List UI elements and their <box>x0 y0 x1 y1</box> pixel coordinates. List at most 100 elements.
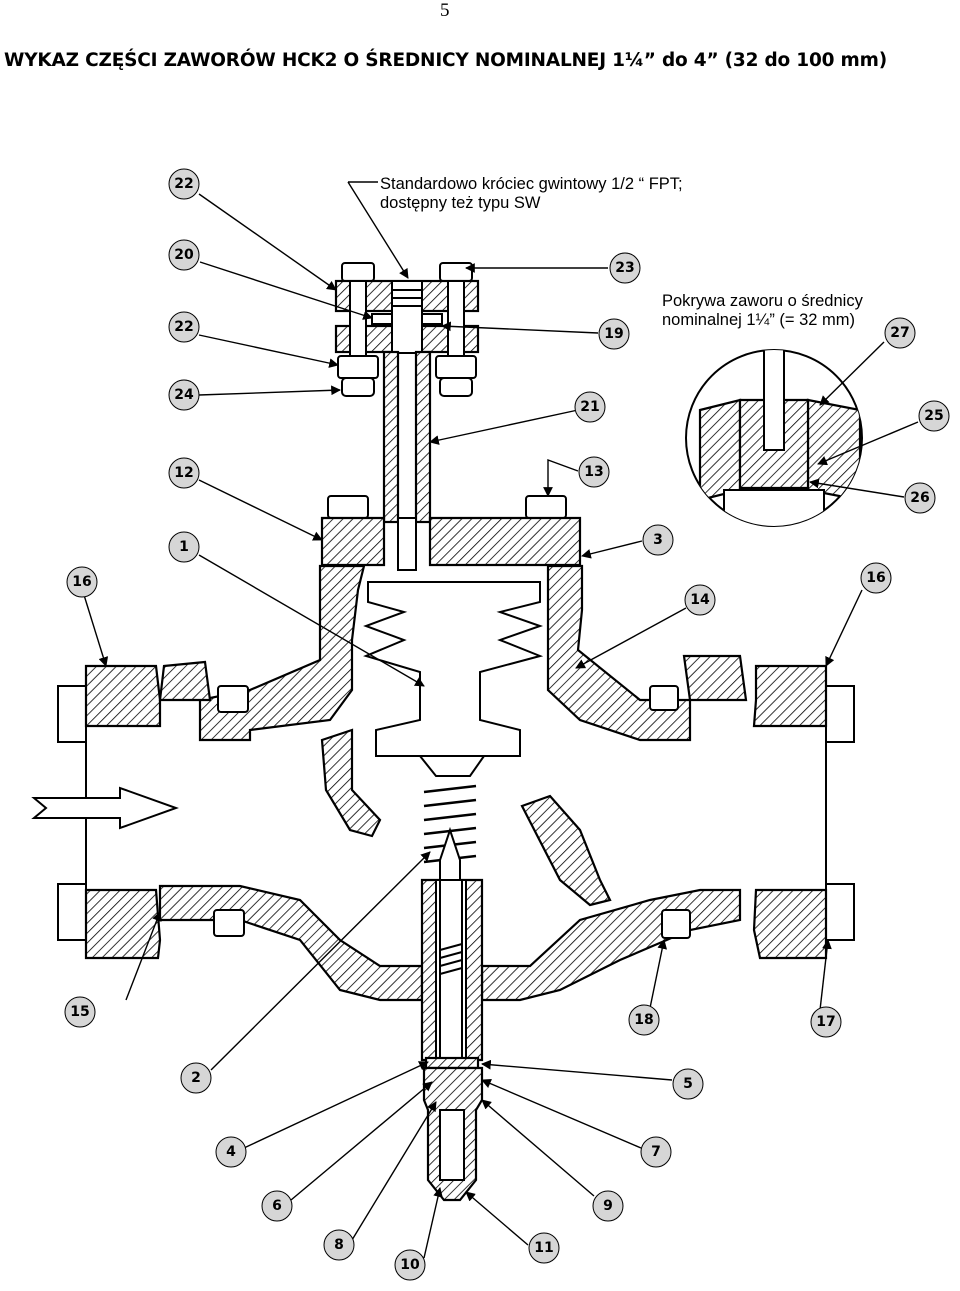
cover-note-line1: Pokrywa zaworu o średnicy <box>662 292 863 310</box>
callout-label: 5 <box>683 1076 693 1092</box>
detail-bottom <box>723 489 825 526</box>
callout-20: 20 <box>168 239 200 271</box>
callout-3: 3 <box>642 524 674 556</box>
detail-tube <box>763 350 785 451</box>
callout-label: 15 <box>70 1004 89 1020</box>
nut-left-upper <box>217 685 249 713</box>
cover-note: Pokrywa zaworu o średnicy nominalnej 1¼”… <box>662 292 863 330</box>
callout-label: 4 <box>226 1144 236 1160</box>
bolt-right-lower <box>825 883 855 941</box>
flow-arrow <box>31 786 179 830</box>
callout-label: 17 <box>816 1014 835 1030</box>
bellows <box>363 581 544 757</box>
inlet-tube <box>382 350 432 524</box>
callout-5: 5 <box>672 1068 704 1100</box>
callout-19: 19 <box>598 318 630 350</box>
tube-wall-right <box>414 350 432 524</box>
callout-15: 15 <box>64 996 96 1028</box>
flange-right-upper <box>752 664 828 728</box>
callout-27: 27 <box>884 317 916 349</box>
callout-label: 11 <box>534 1240 553 1256</box>
adjuster-screw <box>439 1109 465 1181</box>
callout-18: 18 <box>628 1004 660 1036</box>
bonnet-assembly <box>320 495 582 571</box>
bolt-left-lower <box>57 883 87 941</box>
adjuster-assembly <box>422 1056 484 1202</box>
callout-23: 23 <box>609 252 641 284</box>
stem-shaft <box>439 879 463 1081</box>
nut-right-lower <box>439 377 473 397</box>
callout-label: 19 <box>604 326 623 342</box>
cover-note-line2: nominalnej 1¼” (= 32 mm) <box>662 311 856 329</box>
threaded-port <box>391 280 423 354</box>
callout-25: 25 <box>918 400 950 432</box>
callout-10: 10 <box>394 1249 426 1281</box>
bolt-head-right <box>439 262 473 282</box>
bonnet-bolt-right <box>525 495 567 519</box>
nut-right-lower <box>661 909 691 939</box>
nut-left-lower <box>341 377 375 397</box>
bonnet-bore <box>397 517 417 571</box>
page-number: 5 <box>440 0 450 21</box>
stem <box>439 826 463 1081</box>
detail-body-left <box>698 398 742 502</box>
callout-14: 14 <box>684 584 716 616</box>
body-upper-right-wall <box>546 564 692 742</box>
callout-13: 13 <box>578 456 610 488</box>
callout-label: 6 <box>272 1198 282 1214</box>
nut-left <box>337 355 379 379</box>
bolt-head-left <box>341 262 375 282</box>
upper-connection-assembly <box>334 262 480 397</box>
callout-9: 9 <box>592 1190 624 1222</box>
bolt-left-upper <box>57 685 87 743</box>
nut-left-lower <box>213 909 245 937</box>
leader-lines <box>83 181 919 1259</box>
bonnet-right <box>428 516 582 567</box>
flange-left-lower <box>84 888 162 960</box>
body-lower-left <box>158 884 424 1002</box>
stem-thread <box>439 943 463 975</box>
standard-connection-note: Standardowo króciec gwintowy 1/2 “ FPT; … <box>380 175 683 213</box>
callout-label: 3 <box>653 532 663 548</box>
callout-24: 24 <box>168 379 200 411</box>
callout-label: 21 <box>580 399 599 415</box>
callout-8: 8 <box>323 1229 355 1261</box>
callout-label: 23 <box>615 260 634 276</box>
callout-label: 1 <box>179 539 189 555</box>
stem-tip <box>439 826 461 881</box>
nut-right <box>435 355 477 379</box>
bellows-element <box>363 581 544 777</box>
port-thread <box>392 289 422 307</box>
callout-21: 21 <box>574 391 606 423</box>
callout-label: 7 <box>651 1144 661 1160</box>
flange-left-upper <box>84 664 162 728</box>
callout-label: 18 <box>634 1012 653 1028</box>
callout-4: 4 <box>215 1136 247 1168</box>
body-lower-right <box>480 888 742 1002</box>
callout-label: 16 <box>866 570 885 586</box>
cover-detail-view <box>685 349 863 527</box>
bolt-right-upper <box>825 685 855 743</box>
body-inner-baffle-left <box>320 728 382 838</box>
callout-12: 12 <box>168 457 200 489</box>
flanges <box>57 654 855 960</box>
callout-11: 11 <box>528 1232 560 1264</box>
callout-22-top: 22 <box>168 168 200 200</box>
bonnet-left <box>320 516 386 567</box>
callout-22-mid: 22 <box>168 311 200 343</box>
callout-label: 13 <box>584 464 603 480</box>
callout-16-right: 16 <box>860 562 892 594</box>
valve-head <box>419 755 485 777</box>
flange-right-upper-inner <box>682 654 748 702</box>
flow-direction-arrow <box>31 786 179 830</box>
callout-label: 14 <box>690 592 710 608</box>
callout-label: 20 <box>174 247 194 263</box>
callout-16-left: 16 <box>66 566 98 598</box>
nut-right-upper <box>649 685 679 711</box>
callout-label: 12 <box>174 465 193 481</box>
callout-7: 7 <box>640 1136 672 1168</box>
callout-6: 6 <box>261 1190 293 1222</box>
callout-label: 26 <box>910 490 929 506</box>
callout-17: 17 <box>810 1006 842 1038</box>
